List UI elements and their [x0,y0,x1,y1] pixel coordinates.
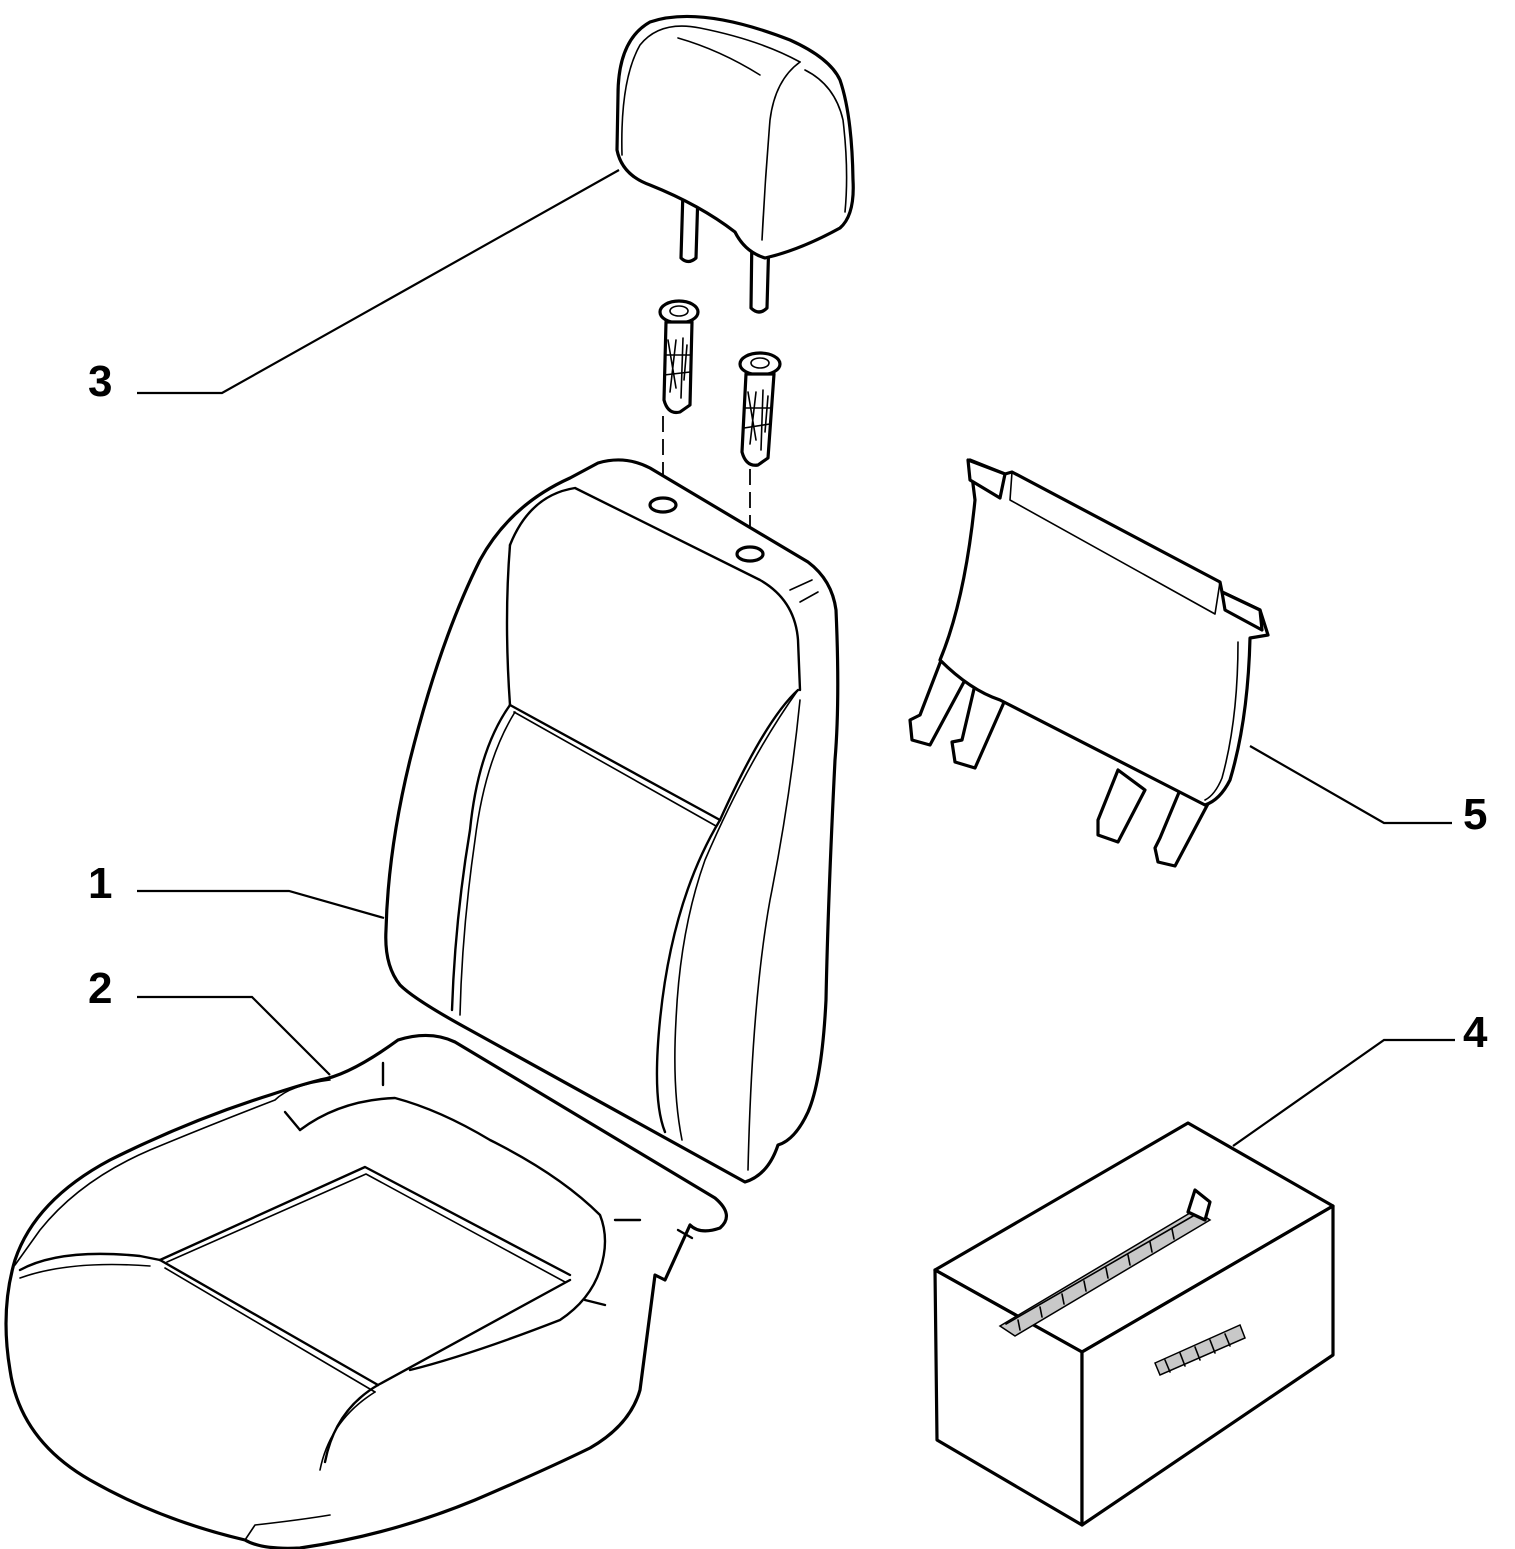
callout-5-back-panel: 5 [1463,790,1487,839]
headrest-guide-bushings [658,299,782,545]
callout-4-cover-kit: 4 [1463,1008,1488,1057]
zipper-top-icon [998,1209,1212,1337]
seat-backrest [384,458,840,1184]
leader-lines [137,169,1455,1147]
callout-3-headrest: 3 [88,357,112,406]
seat-back-panel [908,458,1270,868]
cover-kit-box [933,1121,1335,1527]
callout-2-cushion: 2 [88,964,112,1013]
headrest [615,14,855,314]
zipper-side-icon [1154,1323,1246,1376]
seat-cushion [4,1033,728,1549]
callout-1-backrest: 1 [88,859,112,908]
